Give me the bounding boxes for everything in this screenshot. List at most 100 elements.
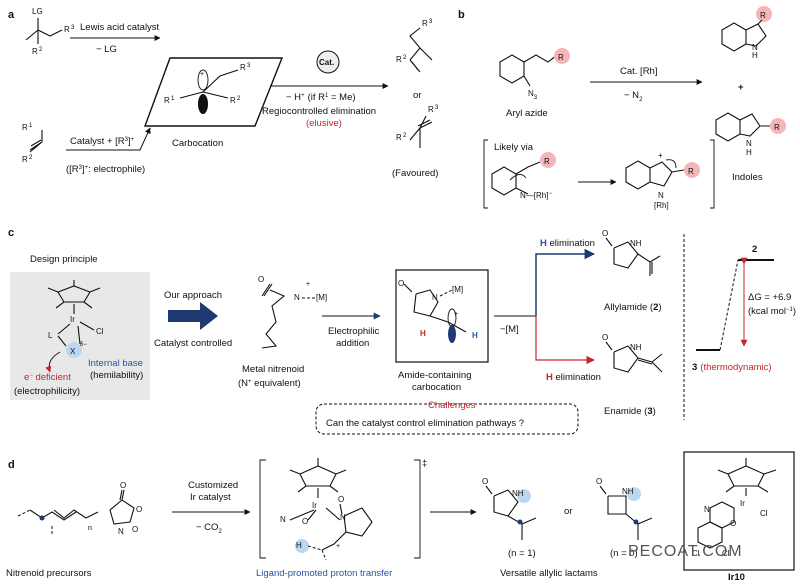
svg-text:R: R [32,47,38,56]
carbocation-label: Carbocation [172,138,223,149]
delta-g-label: ΔG = +6.9 [748,292,791,303]
amide-containing-label: Amide-containing [398,370,471,381]
svg-text:NH: NH [622,487,634,496]
svg-text:+: + [454,311,458,318]
svg-text:R: R [422,19,428,28]
svg-text:R: R [230,96,236,105]
svg-text:N: N [752,43,758,52]
svg-text:N3: N3 [528,89,538,101]
minus-m-label: −[M] [500,324,519,335]
hemilability-label: (hemilability) [90,370,143,381]
electrophilic-label: Electrophilic [328,326,379,337]
svg-text:2: 2 [29,155,33,161]
svg-text:N: N [746,139,752,148]
design-principle-label: Design principle [30,254,98,265]
svg-text:2: 2 [237,96,241,102]
svg-text:R: R [396,133,402,142]
ts-bracket [259,459,421,559]
ligand-transfer-label: Ligand-promoted proton transfer [256,568,392,579]
addition-label: addition [336,338,369,349]
panel-d-label: d [8,459,15,471]
svg-text:N: N [432,293,438,302]
svg-text:NH: NH [630,343,642,352]
amide-carbocation: O N [M] + H H [398,279,478,343]
n1-label: (n = 1) [508,548,536,559]
svg-text:[M]: [M] [316,293,327,302]
allylamide-structure: O NH [602,229,661,276]
metal-nitrenoid-label: Metal nitrenoid [242,364,304,375]
design-principle-box [10,272,150,400]
svg-text:3: 3 [71,25,75,31]
panel-b: b R N3 Aryl azide Cat. [Rh] − N2 R H N + [458,6,786,210]
h-elim-bottom-label: H elimination [546,372,601,383]
indoline-cation-intermediate: R + N [Rh] [625,151,700,210]
catalyst-electrophile-arrow [66,127,151,151]
svg-text:R: R [544,157,550,166]
aryl-azide-label: Aryl azide [506,108,548,119]
svg-text:O: O [132,525,138,534]
panel-d: d n O O N O Nitrenoid precursors Customi… [6,451,795,583]
h-elim-top-label: H elimination [540,238,595,249]
terminal-alkene-product: R 2 R 3 [396,19,433,73]
svg-text:1: 1 [171,96,175,102]
svg-text:R: R [64,25,70,34]
aryl-azide: R N3 [499,48,570,101]
panel-a: a LG R 3 R 2 Lewis acid catalyst − LG + … [8,7,439,179]
svg-text:O: O [596,477,602,486]
catalyst-controlled-label: Catalyst controlled [154,338,232,349]
svg-text:3: 3 [429,19,433,25]
ir10-structure: Ir Cl N O Cl Cl [692,458,777,558]
panel-b-label: b [458,9,465,21]
h-elimination-bottom-arrow [535,316,595,365]
challenges-box [315,403,579,435]
svg-text:2: 2 [403,133,407,139]
svg-text:δ−: δ− [80,342,87,348]
svg-text:N: N [280,515,286,524]
indole-3-product: R H N [721,6,772,60]
cat-rh-label: Cat. [Rh] [620,66,658,77]
or-label-a: or [413,90,421,101]
svg-text:N: N [294,293,300,302]
ir10-box [683,451,795,571]
internal-base-label: Internal base [88,358,143,369]
svg-text:n: n [88,525,92,532]
panel-a-label: a [8,9,15,21]
svg-text:N: N [340,513,346,522]
svg-text:R: R [688,167,694,176]
n-equivalent-label: (N+ equivalent) [238,378,301,389]
svg-text:1: 1 [29,123,33,129]
or-label-d: or [564,506,572,517]
svg-text:H: H [752,51,758,60]
carbocation-c-label: carbocation [412,382,461,393]
beta-lactam: O NH [596,477,653,540]
double-dagger: ‡ [422,458,427,469]
svg-text:R: R [558,53,564,62]
svg-text:O: O [302,517,308,526]
likely-via-bracket [483,139,715,209]
svg-text:O: O [730,519,736,528]
svg-text:R: R [774,123,780,132]
kcal-label: (kcal mol−1) [748,306,796,317]
ir-catalyst-label: Ir catalyst [190,492,231,503]
svg-text:Ir: Ir [740,499,745,508]
indoles-label: Indoles [732,172,763,183]
metal-nitrenoid: O N [M] + [258,275,327,349]
minus-h-label: − H+(if R1 = Me) [286,92,356,103]
svg-text:− N2: − N2 [624,90,643,103]
our-approach-arrow [168,302,218,330]
nitrenoid-precursor: n O O N O [17,481,142,536]
versatile-label: Versatile allylic lactams [500,568,598,579]
svg-text:N: N [704,505,710,514]
amide-carbocation-box [395,269,489,363]
internal-alkene-product: R 2 R 3 [396,105,439,148]
panel-c: c Design principle Ir Cl L X δ− e− defic… [8,227,796,435]
indole-2-product: R N H [715,112,786,157]
challenges-label: Challenges [428,400,476,411]
enamide-structure: O NH [602,333,663,373]
watermark: PECOAT.COM [628,543,743,560]
elusive-label: (elusive) [306,118,342,129]
lewis-acid-label: Lewis acid catalyst [80,22,160,33]
svg-text:O: O [258,275,264,284]
customized-label: Customized [188,480,238,491]
svg-text:Ir: Ir [70,315,75,324]
